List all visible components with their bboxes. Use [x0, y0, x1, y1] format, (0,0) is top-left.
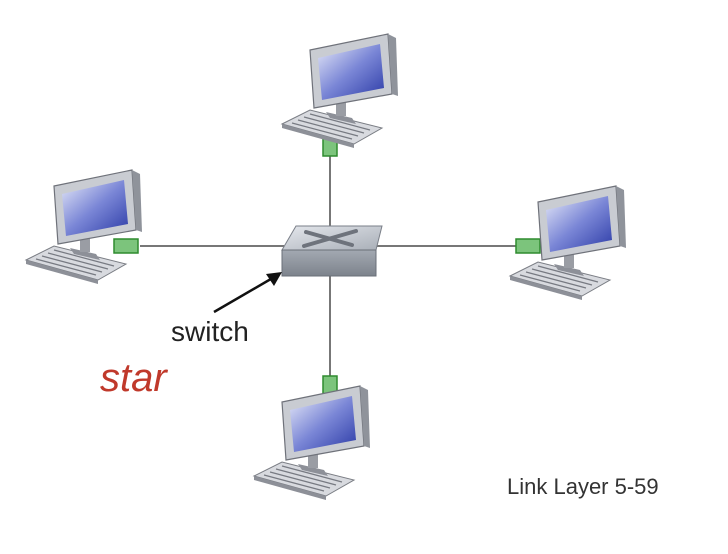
connector-right-icon	[515, 238, 541, 254]
switch-label: switch	[171, 316, 249, 347]
switch-icon	[281, 225, 383, 277]
slide-footer: Link Layer 5-59	[507, 474, 659, 499]
connector-left-icon	[113, 238, 139, 254]
topology-label: star	[100, 356, 167, 400]
computer-bottom-icon	[253, 385, 371, 501]
switch-pointer-arrow	[213, 272, 282, 314]
computer-left-icon	[25, 169, 143, 285]
computer-top-icon	[281, 33, 399, 149]
links	[140, 152, 516, 376]
